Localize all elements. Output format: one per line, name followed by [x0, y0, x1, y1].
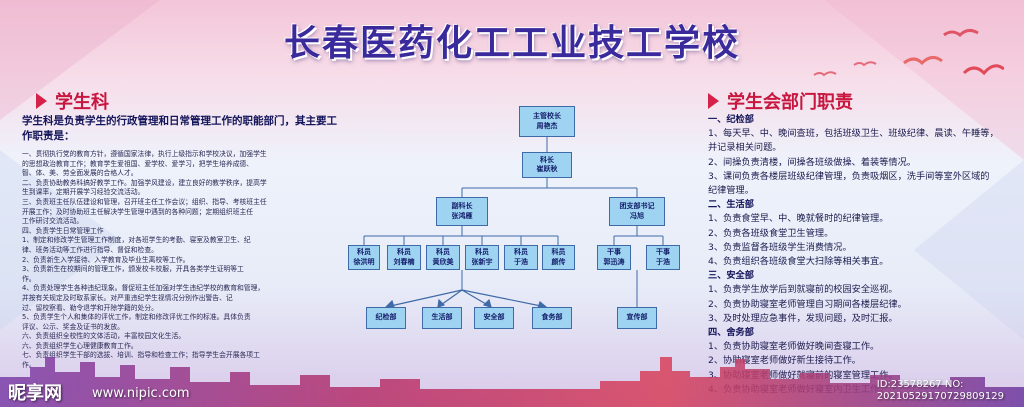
union-duty-item: 4、负责组织各班级食堂大扫除等相关事宜。: [708, 256, 889, 268]
org-box-dept: 安全部: [474, 307, 514, 329]
watermark-url: www.nipic.com: [92, 386, 190, 401]
duty-line: 的思想政治教育工作；教育学生爱祖国、爱学校、爱学习，把学生培养成德、: [22, 159, 254, 168]
duty-list: 一、贯彻执行党的教育方针，遵循国家法律，执行上级指示和学校决议，加强学生的思想政…: [22, 150, 342, 371]
union-dept-title: 三、安全部: [708, 270, 754, 282]
union-dept-title: 二、生活部: [708, 199, 754, 211]
duty-line: 1、制定和修改学生管理工作制度，对各班学生的考勤、寝室及教室卫生、纪: [22, 236, 251, 245]
org-chart-lines: [363, 137, 664, 309]
duty-line: 3、负责新生在校期间的管理工作，颁发校卡校服，开具各类学生证明等工: [22, 265, 244, 274]
org-box-staff: 科员 颜传: [542, 245, 575, 270]
union-duty-item: 2、间操负责清楼，间操各班级做操、着装等情况。: [708, 156, 916, 168]
bg-triangle: [824, 0, 1024, 160]
birds-decoration: [813, 28, 1004, 77]
org-box-cadre: 干事 郭迅涛: [597, 245, 631, 270]
org-box-dept: 食务部: [532, 307, 572, 329]
union-section-body: 一、纪检部 1、每天早、中、晚间查班，包括班级卫生、班级纪律、晨读、午睡等， 并记录…: [708, 113, 1008, 397]
city-skyline: [0, 357, 1024, 407]
duty-line: 开展工作；及时协助班主任解决学生管理中遇到的各种问题；定期组织班主任: [22, 207, 254, 216]
org-box-staff: 科员 徐洪明: [348, 245, 380, 270]
arrow-right-icon: [36, 93, 47, 109]
org-chart: 主管校长 周艳杰 科长 崔跃秋 副科长 张鸿雁 团支部书记 冯旭 科员 徐洪明 …: [326, 100, 706, 350]
duty-line: 律、班务活动等工作进行指导、督促和检查。: [22, 245, 158, 254]
duty-line: 智、体、美、劳全面发展的合格人才。: [22, 169, 138, 178]
page-title: 长春医药化工工业技工学校: [283, 23, 740, 64]
bg-triangle: [0, 150, 120, 330]
duty-line: 一、贯彻执行党的教育方针，遵循国家法律，执行上级指示和学校决议，加强学生: [22, 150, 267, 158]
duty-line: 并按有关规定及时取系家长。对严重违纪学生视情况分别作出警告、记: [22, 293, 233, 302]
org-box-dept: 宣传部: [617, 307, 657, 329]
duty-line: 六、负责组织全校性的文体活动，丰富校园文化生活。: [22, 332, 186, 341]
duty-line: 作。: [22, 274, 36, 283]
student-section-body: 学生科是负责学生的行政管理和日常管理工作的职能部门，其主要工作职责是： 一、贯彻…: [22, 114, 342, 371]
section-title: 学生会部门职责: [727, 92, 853, 113]
org-box-staff: 科员 张新宇: [465, 245, 499, 270]
union-dept-title: 一、纪检部: [708, 114, 754, 125]
duty-line: 2、负责新生入学接待、入学教育及毕业生离校等工作。: [22, 255, 190, 264]
org-box-secretary: 团支部书记 冯旭: [609, 197, 665, 226]
duty-line: 评议、公示、奖金及证书的发放。: [22, 322, 124, 331]
union-duty-item: 3、课间负责各楼层班级纪律管理，负责吸烟区，洗手间等室外区域的: [708, 170, 990, 182]
duty-line: 作。: [22, 361, 36, 370]
union-duty-item: 纪律管理。: [708, 185, 754, 197]
union-duty-item: 1、每天早、中、晚间查班，包括班级卫生、班级纪律、晨读、午睡等，: [708, 128, 999, 140]
union-duty-item: 2、负责各班级食堂卫生管理。: [708, 227, 834, 239]
org-box-dept: 生活部: [422, 307, 462, 329]
duty-line: 5、负责学生个人和集体的评优工作，制定和修改评优工作的标准。具体负责: [22, 313, 251, 322]
duty-line: 四、负责学生日常管理工作: [22, 226, 104, 235]
union-duty-item: 2、负责协助寝室老师管理自习期间各楼层纪律。: [708, 298, 907, 310]
union-dept-title: 四、舍务部: [708, 327, 754, 339]
union-duty-item: 2、协助寝室老师做好新生接待工作。: [708, 355, 861, 367]
org-box-staff: 科员 刘春楠: [387, 245, 421, 270]
org-box-deputy: 副科长 张鸿雁: [436, 197, 488, 226]
org-box-dept: 纪检部: [366, 307, 406, 329]
union-section-heading: 学生会部门职责: [708, 88, 853, 114]
org-box-staff: 科员 黄欣美: [426, 245, 460, 270]
duty-line: 二、负责协助教务科搞好教学工作。加强学风建设，建立良好的教学秩序，提高学: [22, 178, 267, 187]
duty-line: 4、负责处理学生各种违纪现象。督促班主任加强对学生违纪学校的教育和管理，: [22, 284, 265, 293]
watermark-id: ID:23578267 NO: 20210529170729809129: [876, 379, 1004, 402]
watermark-logo: 昵享网: [8, 383, 62, 404]
duty-line: 三、负责班主任队伍建设和管理，召开班主任工作会议；组织、指导、考核班主任: [22, 197, 267, 206]
duty-line: 工作研讨交流活动。: [22, 217, 84, 226]
duty-line: 七、负责组织学生干部的选拔、培训、指导和检查工作；指导学生会开展各项工: [22, 351, 260, 360]
intro-text: 学生科是负责学生的行政管理和日常管理工作的职能部门，其主要工作职责是：: [22, 115, 337, 142]
org-box-cadre: 干事 于浩: [646, 245, 680, 270]
union-duty-item: 3、负责监督各班级学生消费情况。: [708, 241, 852, 253]
union-duty-item: 1、负责食堂早、中、晚就餐时的纪律管理。: [708, 213, 889, 225]
student-section-heading: 学生科: [36, 88, 109, 114]
union-duty-item: 并记录相关问题。: [708, 142, 782, 154]
bg-triangle: [914, 160, 1024, 340]
duty-line: 过、留校察看、勒令退学和开除学籍的处分。: [22, 303, 158, 312]
duty-line: 生到课率，定期开展学习经验交流活动。: [22, 188, 145, 197]
org-box-chief: 科长 崔跃秋: [522, 152, 572, 178]
arrow-right-icon: [708, 93, 719, 109]
union-duty-item: 3、及时处理应急事件，发现问题，及时汇报。: [708, 312, 898, 324]
duty-line: 六、负责组织学生心理健康教育工作。: [22, 341, 138, 350]
union-duty-item: 1、负责协助寝室老师做好晚间查寝工作。: [708, 341, 880, 353]
org-box-staff: 科员 于浩: [504, 245, 538, 270]
section-title: 学生科: [55, 92, 109, 113]
bg-triangle: [0, 0, 160, 120]
union-duty-item: 1、负责学生放学后到就寝前的校园安全巡视。: [708, 284, 898, 296]
org-box-principal: 主管校长 周艳杰: [519, 106, 575, 137]
